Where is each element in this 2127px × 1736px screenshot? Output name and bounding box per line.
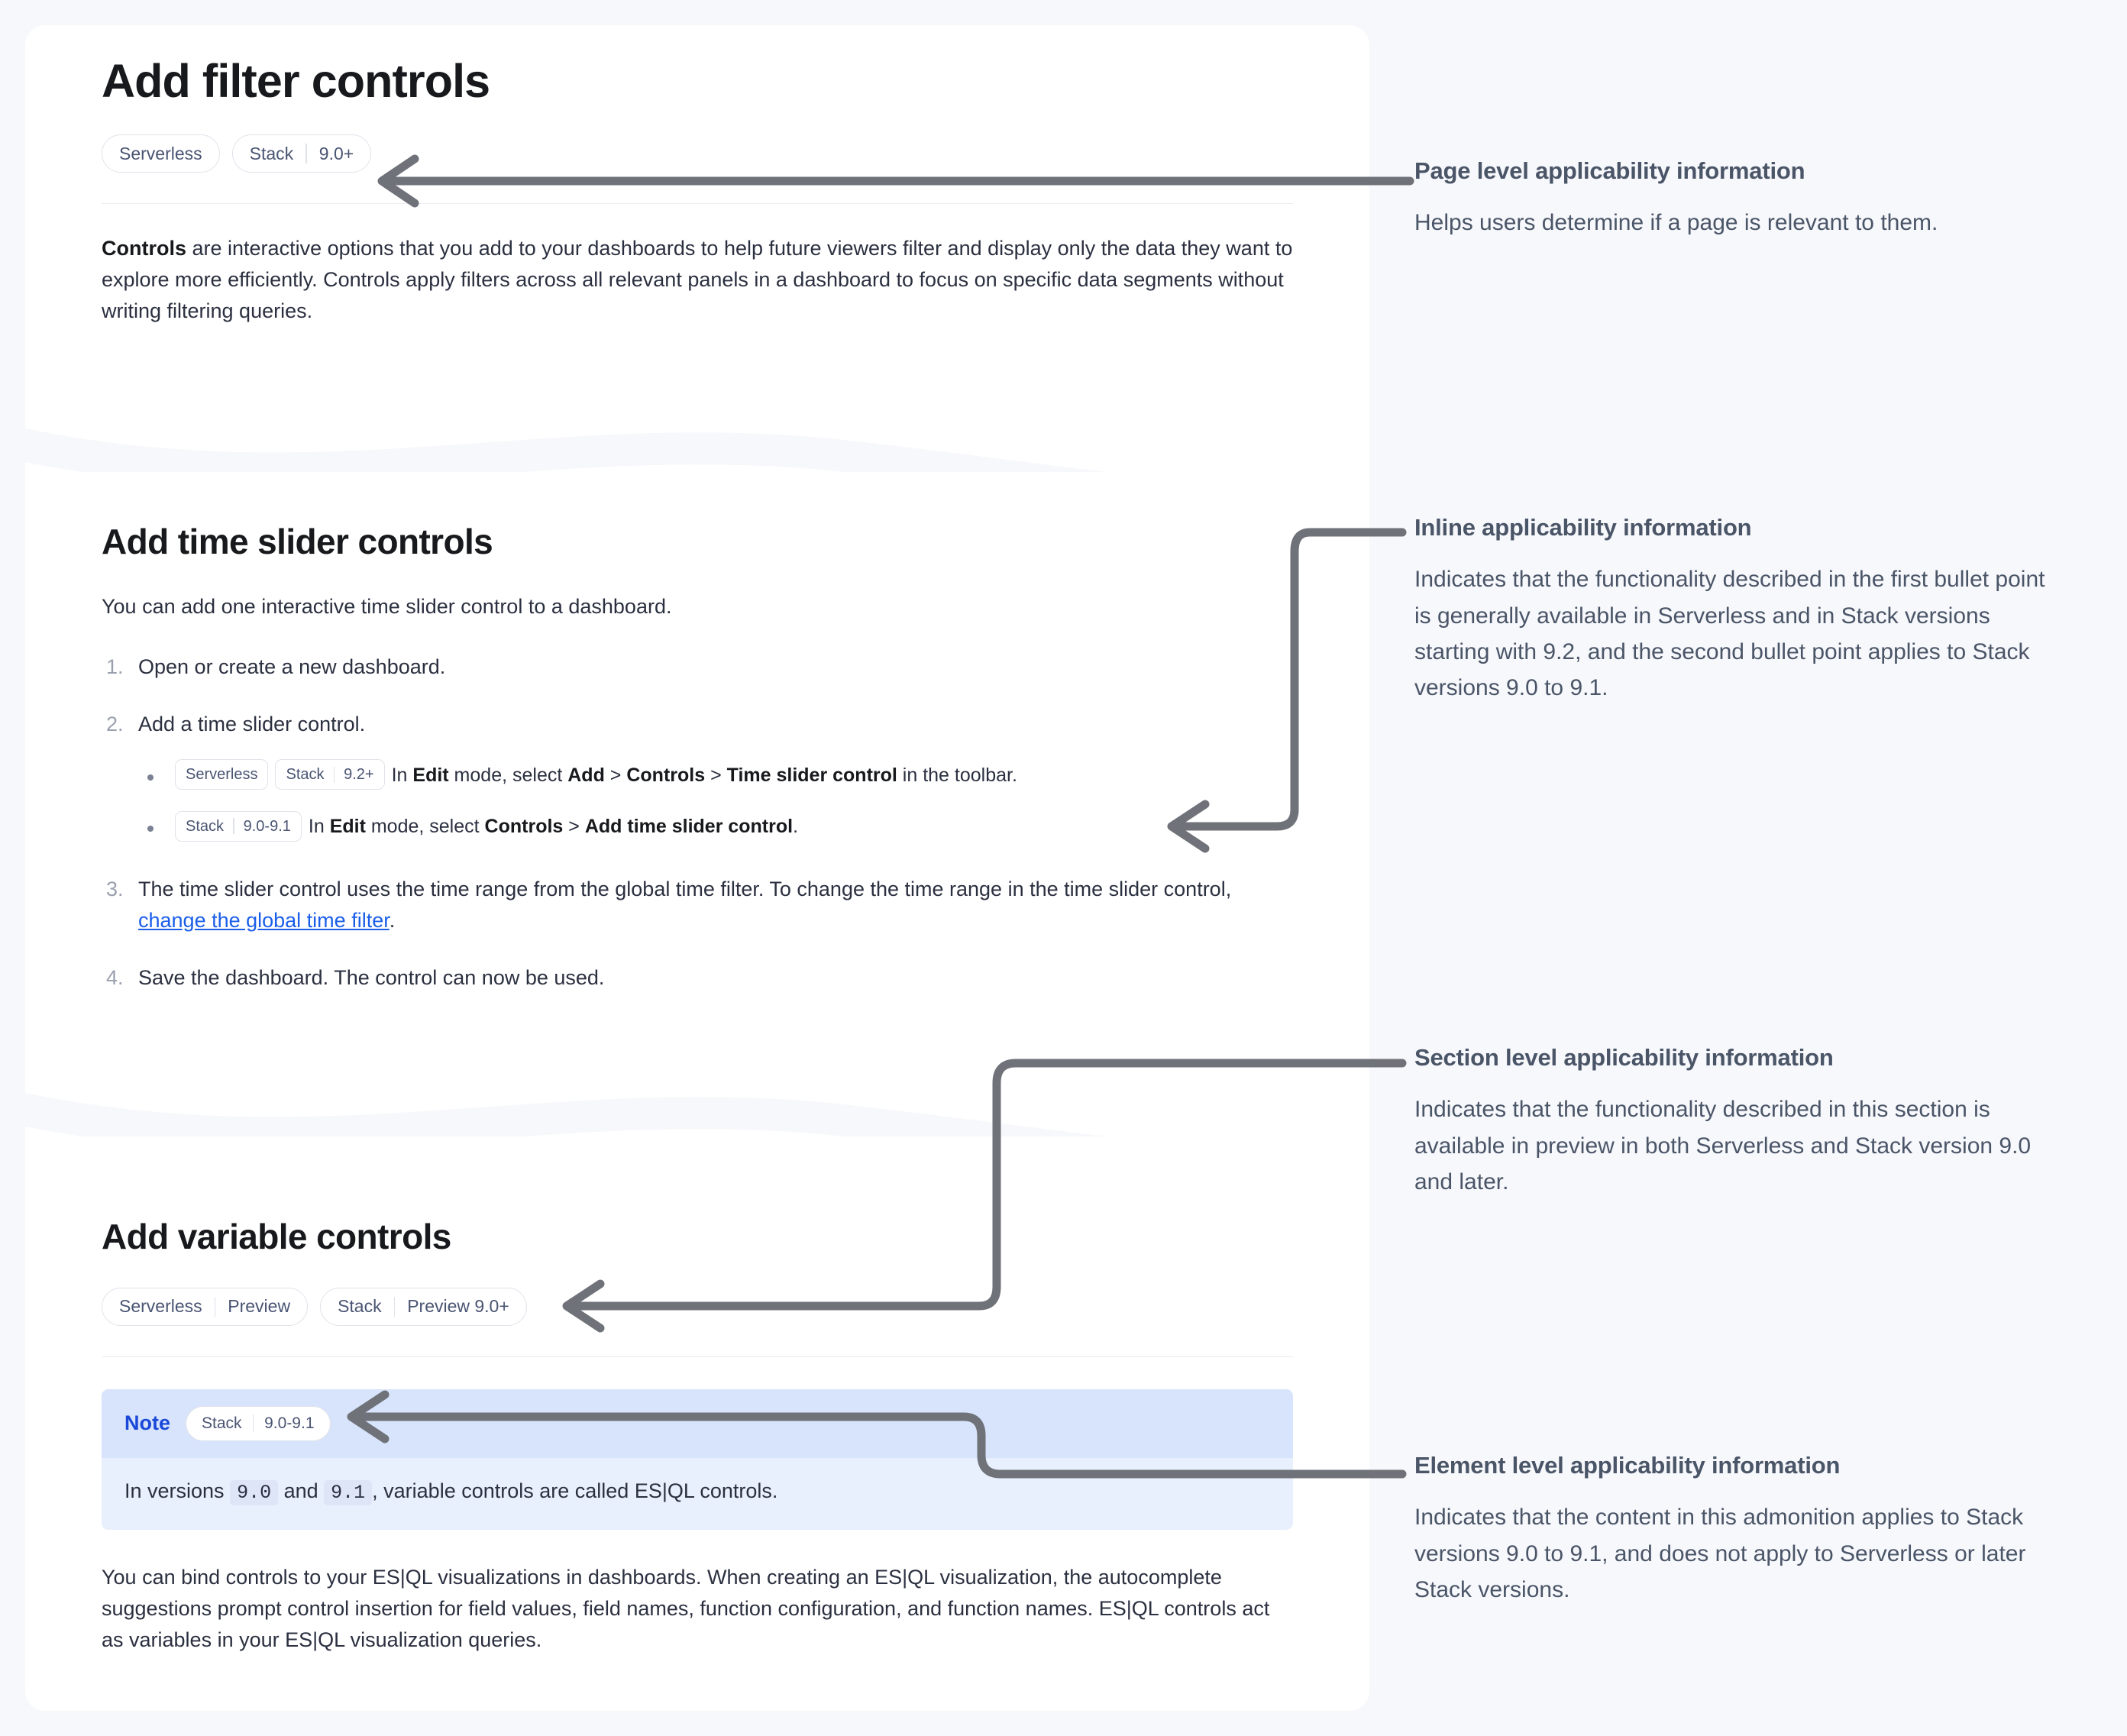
annotation-title: Inline applicability information [1414,514,1752,541]
step-text: The time slider control uses the time ra… [138,877,1232,900]
annotation-page-level: Page level applicability information Hel… [1414,157,2056,241]
inline-badge-serverless[interactable]: Serverless [175,759,269,790]
text-part-bold: Edit [412,764,449,786]
text-part: > [705,764,727,786]
applicability-pill-stack[interactable]: Stack 9.0+ [231,134,372,173]
text-part: mode, select [365,816,485,838]
pill-version: Preview 9.0+ [407,1296,509,1317]
annotation-title: Page level applicability information [1414,157,1805,184]
inline-badge-stack[interactable]: Stack 9.2+ [275,759,385,790]
pill-name: Serverless [119,143,202,163]
note-admonition: Note Stack 9.0-9.1 In versions 9.0 and 9… [102,1388,1293,1530]
pill-name: Serverless [119,1296,202,1317]
bullet-text: In Edit mode, select Add > Controls > Ti… [392,765,1017,786]
intro-lead-term: Controls [102,237,186,260]
section-applicability-pills: Serverless Preview Stack Preview 9.0+ [102,1287,1293,1326]
annotation-title: Section level applicability information [1414,1044,1834,1071]
version-code-90: 9.0 [230,1479,279,1505]
badge-version: 9.0-9.1 [243,817,291,835]
inline-badge-stack[interactable]: Stack 9.0-9.1 [175,810,302,842]
note-text-part: , variable controls are called ES|QL con… [372,1479,778,1502]
text-part: In [308,816,330,838]
bullet-text: In Edit mode, select Controls > Add time… [309,816,798,837]
pill-name: Stack [338,1296,382,1317]
badge-name: Stack [186,817,225,835]
note-text-part: In versions [124,1479,231,1502]
text-part: > [563,816,585,838]
list-item: Stack 9.0-9.1 In Edit mode, select Contr… [138,810,1293,842]
badge-separator [233,818,234,835]
badge-name: Serverless [186,766,258,784]
text-part-bold: Add [567,764,605,786]
applicability-pill-serverless[interactable]: Serverless [102,134,220,173]
step-text: Add a time slider control. [138,712,366,735]
pill-separator [214,1296,216,1317]
note-label: Note [124,1411,170,1435]
header-divider [102,203,1293,205]
badge-separator [333,766,335,783]
text-part: > [604,764,627,786]
note-text-part: and [278,1479,325,1502]
annotation-body: Indicates that the functionality describ… [1414,1097,2032,1195]
annotation-element-level: Element level applicability information … [1414,1451,2056,1608]
text-part-bold: Controls [484,816,564,838]
text-part: mode, select [448,764,568,786]
applicability-pill-stack-preview[interactable]: Stack Preview 9.0+ [320,1287,527,1326]
badge-separator [252,1414,254,1433]
documentation-column: Add filter controls Serverless Stack 9.0… [25,25,1369,1711]
step-item: The time slider control uses the time ra… [102,874,1293,936]
text-part: . [793,816,799,838]
note-badge-stack[interactable]: Stack 9.0-9.1 [186,1405,331,1441]
page-applicability-pills: Serverless Stack 9.0+ [102,134,1293,173]
text-part-bold: Time slider control [726,764,897,786]
text-part-bold: Add time slider control [584,816,794,838]
applicability-pill-serverless-preview[interactable]: Serverless Preview [102,1287,309,1326]
annotation-inline: Inline applicability information Indicat… [1414,513,2056,706]
time-slider-steps: Open or create a new dashboard. Add a ti… [102,651,1293,994]
annotation-body: Indicates that the functionality describ… [1414,567,2045,701]
global-time-filter-link[interactable]: change the global time filter [138,908,390,932]
step-text-suffix: . [389,908,396,932]
badge-version: 9.0-9.1 [264,1414,315,1432]
intro-paragraph-rest: are interactive options that you add to … [102,237,1293,323]
text-part-bold: Edit [329,816,366,838]
badge-name: Stack [286,766,325,784]
note-body: In versions 9.0 and 9.1, variable contro… [102,1458,1293,1530]
pill-separator [393,1296,396,1317]
note-header: Note Stack 9.0-9.1 [102,1388,1293,1458]
section-divider [102,1356,1293,1357]
intro-paragraph: Controls are interactive options that yo… [102,233,1293,327]
annotation-title: Element level applicability information [1414,1452,1841,1479]
version-code-91: 9.1 [324,1479,373,1505]
page-title: Add filter controls [102,55,490,107]
list-item: Serverless Stack 9.2+ In Edit mode, sele… [138,759,1293,791]
section-title-variable: Add variable controls [102,1217,451,1256]
badge-version: 9.2+ [344,766,374,784]
time-slider-lead: You can add one interactive time slider … [102,594,672,618]
step-item: Open or create a new dashboard. [102,651,1293,683]
page-header: Add filter controls Serverless Stack 9.0… [102,55,1293,327]
page-intro-card [25,25,1369,438]
step-item: Save the dashboard. The control can now … [102,962,1293,994]
pill-separator [305,144,307,164]
text-part: in the toolbar. [897,764,1017,786]
variable-closing-paragraph: You can bind controls to your ES|QL visu… [102,1565,1270,1651]
step-text: Open or create a new dashboard. [138,655,446,678]
annotation-section-level: Section level applicability information … [1414,1043,2056,1200]
text-part: In [391,764,413,786]
text-part-bold: Controls [626,764,706,786]
time-slider-section: Add time slider controls You can add one… [102,522,1293,1020]
pill-version: Preview [228,1296,291,1317]
pill-name: Stack [249,143,294,163]
pill-version: 9.0+ [318,143,354,163]
section-title-time-slider: Add time slider controls [102,522,493,561]
badge-name: Stack [202,1414,242,1432]
annotation-body: Helps users determine if a page is relev… [1414,210,1938,236]
inline-applicability-bullets: Serverless Stack 9.2+ In Edit mode, sele… [138,759,1293,843]
annotation-body: Indicates that the content in this admon… [1414,1505,2026,1602]
step-text: Save the dashboard. The control can now … [138,965,605,989]
variable-controls-section: Add variable controls Serverless Preview… [102,1217,1293,1656]
step-item: Add a time slider control. Serverless St… [102,709,1293,843]
